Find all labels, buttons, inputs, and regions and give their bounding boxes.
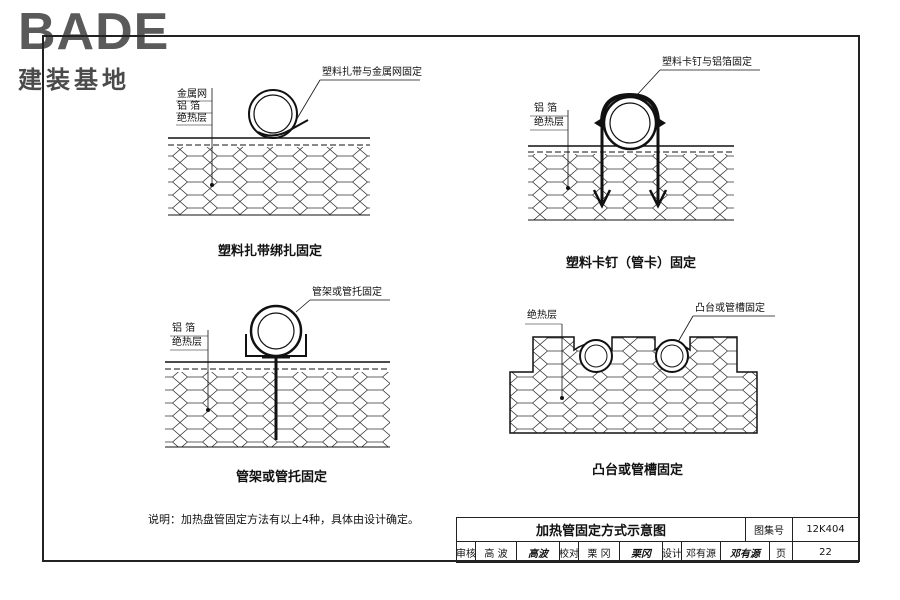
page-label: 页 [769,541,793,563]
drawing-frame [42,35,860,562]
caption-4: 凸台或管槽固定 [592,463,684,478]
atlas-number: 12K404 [792,517,859,542]
layer-label-foil-3: 铝 箔 [172,323,196,334]
diagram-3-pipe-support [165,299,390,448]
caption-2: 塑料卡钉（管卡）固定 [566,256,697,271]
clip-tab-right [658,118,666,128]
designer-signature: 邓有源 [720,541,770,563]
reviewer-name: 高 波 [475,541,517,563]
note-text: 说明：加热盘管固定方法有以上4种，具体由设计确定。 [148,513,419,526]
title-block: 加热管固定方式示意图 图集号 12K404 审核 高 波 高波 校对 栗 冈 栗… [456,517,859,563]
review-label: 审核 [456,541,476,563]
clip-barb-left [592,189,612,209]
atlas-label: 图集号 [745,517,793,542]
layer-label-insulation-4: 绝热层 [527,310,557,321]
callout-1: 塑料扎带与金属网固定 [322,67,422,78]
insulation-layer-1 [168,147,370,215]
pipe-inner-1 [253,94,293,134]
checker-name: 栗 冈 [578,541,620,563]
leader-2 [635,69,661,97]
layer-label-mesh: 金属网 [177,89,207,100]
layer-label-insulation-2: 绝热层 [534,117,564,128]
diagram-2-plastic-clip [528,69,760,221]
reviewer-signature: 高波 [516,541,560,563]
checker-signature: 栗冈 [619,541,663,563]
callout-4: 凸台或管槽固定 [695,303,765,314]
logo-subtitle: 建装基地 [18,66,130,94]
layer-dot-1 [210,183,214,187]
caption-3: 管架或管托固定 [236,470,328,485]
designer-name: 邓有源 [681,541,721,563]
pipe-inner-4b [660,344,684,368]
clip-barb-right [648,189,668,209]
layer-label-insulation-1: 绝热层 [177,113,207,124]
clip-arch [600,92,660,124]
pipe-inner-2 [609,102,651,144]
layer-label-foil-2: 铝 箔 [534,103,558,114]
page-number: 22 [792,541,859,563]
layer-label-insulation-3: 绝热层 [172,337,202,348]
drawing-title: 加热管固定方式示意图 [456,517,746,542]
diagram-4-groove [509,315,775,434]
zip-tie [257,129,291,137]
caption-1: 塑料扎带绑扎固定 [218,244,323,259]
callout-3: 管架或管托固定 [312,287,382,298]
layer-dot-4 [560,396,564,400]
diagram-1-zip-tie [168,79,420,216]
layer-dot-3 [206,408,210,412]
pipe-inner-4a [584,344,608,368]
zip-tie-tail [289,119,309,131]
check-label: 校对 [559,541,579,563]
pipe-inner-3 [257,312,295,350]
callout-2: 塑料卡钉与铝箔固定 [662,57,752,68]
layer-label-foil-1: 铝 箔 [177,101,201,112]
leader-1 [294,79,321,123]
design-label: 设计 [662,541,682,563]
layer-dot-2 [566,186,570,190]
clip-tab-left [594,118,602,128]
insulation-layer-2 [528,154,734,220]
grooved-insulation [509,336,758,434]
leader-4 [677,315,694,343]
leader-3 [295,299,311,313]
